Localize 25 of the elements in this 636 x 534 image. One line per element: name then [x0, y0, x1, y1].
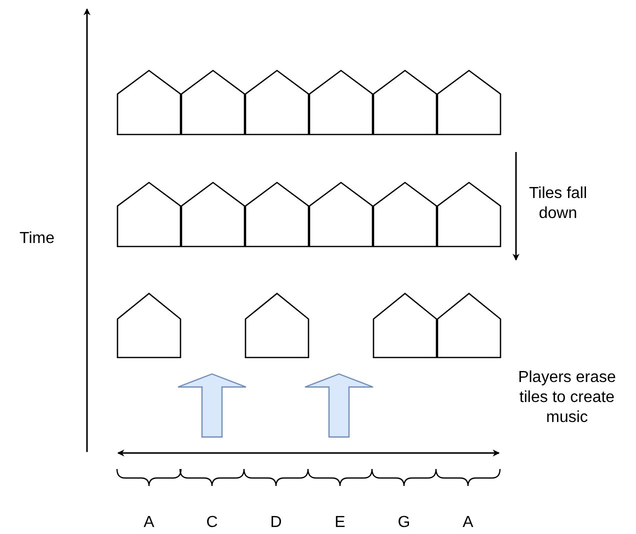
- pentagon-tile: [436, 182, 500, 247]
- pentagon-tile: [116, 182, 180, 247]
- pentagon-tile: [308, 182, 372, 247]
- pentagon-tile: [244, 293, 308, 358]
- note-label: C: [205, 513, 219, 533]
- note-label: D: [269, 513, 283, 533]
- note-label: G: [396, 513, 412, 533]
- pentagon-tile: [372, 70, 436, 135]
- note-label: E: [334, 513, 346, 533]
- pentagon-tile: [308, 70, 372, 135]
- pentagon-tile: [244, 70, 308, 135]
- pentagon-tile: [372, 293, 436, 358]
- pentagon-tile: [244, 182, 308, 247]
- pentagon-tile: [436, 293, 500, 358]
- pentagon-tile: [180, 70, 244, 135]
- pentagon-tile: [116, 70, 180, 135]
- note-label: A: [142, 513, 156, 533]
- pentagon-tile: [436, 70, 500, 135]
- pentagon-tile: [116, 293, 180, 358]
- pentagon-tile: [180, 182, 244, 247]
- annotation-text: Time: [18, 229, 56, 249]
- annotation-text: Tiles fall down: [528, 184, 588, 224]
- note-label: A: [462, 513, 474, 533]
- annotation-text: Players erase tiles to create music: [517, 368, 617, 428]
- pentagon-tile: [372, 182, 436, 247]
